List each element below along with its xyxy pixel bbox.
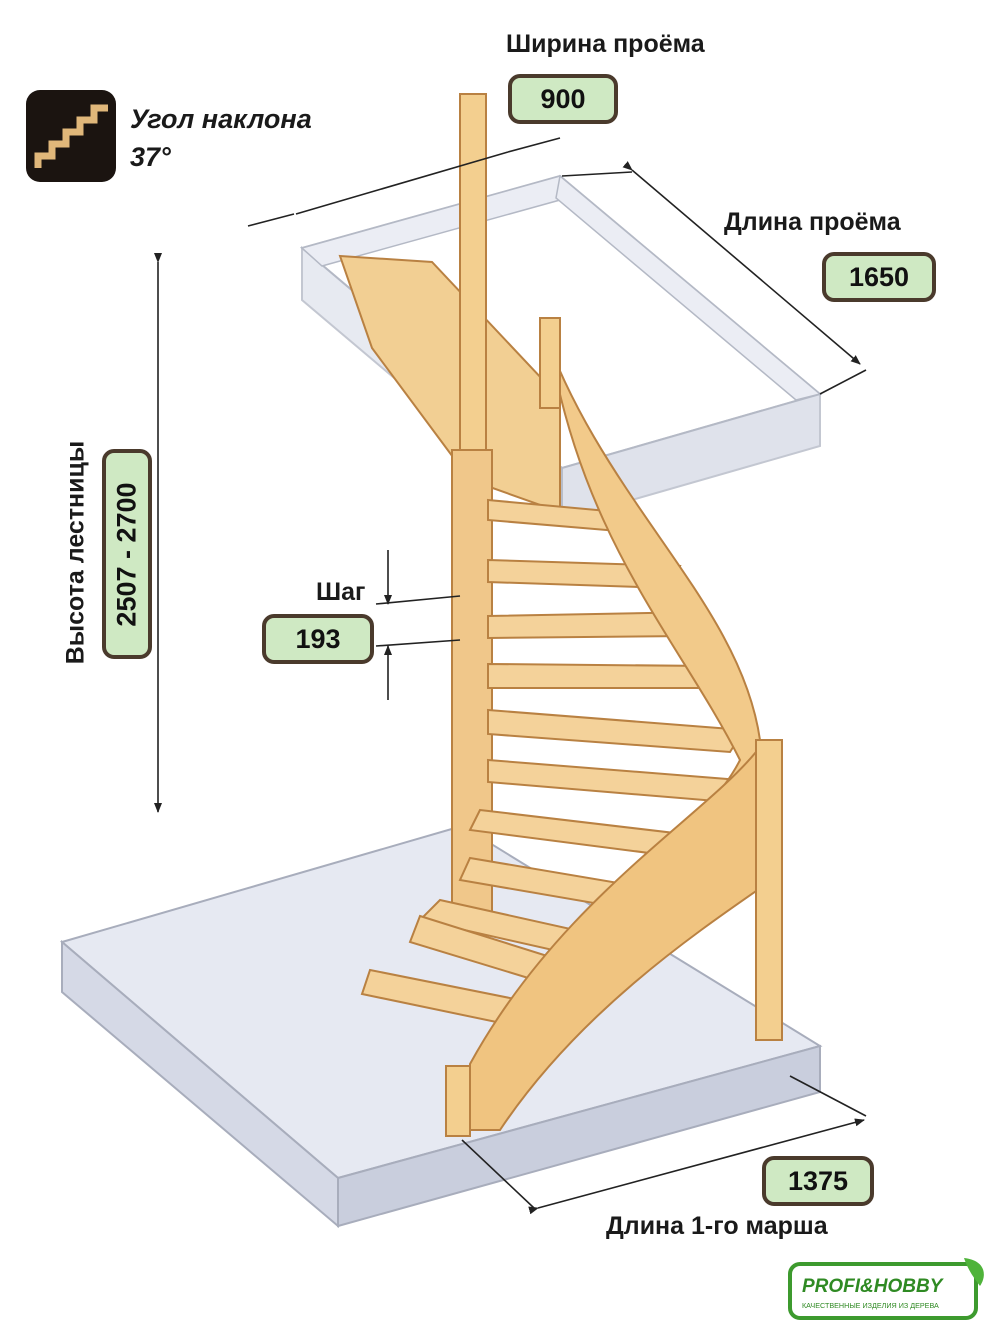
dimension-lines: [154, 137, 867, 1215]
stair-height-label: Высота лестницы: [61, 440, 90, 665]
step-value: 193: [262, 614, 374, 664]
opening-length-label: Длина проёма: [724, 208, 901, 236]
logo-tagline: КАЧЕСТВЕННЫЕ ИЗДЕЛИЯ ИЗ ДЕРЕВА: [802, 1301, 939, 1310]
brand-logo: PROFI&HOBBY КАЧЕСТВЕННЫЕ ИЗДЕЛИЯ ИЗ ДЕРЕ…: [788, 1256, 990, 1322]
step-label: Шаг: [316, 578, 366, 606]
first-flight-length-value: 1375: [762, 1156, 874, 1206]
stair-height-value: 2507 - 2700: [111, 481, 142, 627]
stair-height-value-box: 2507 - 2700: [102, 449, 152, 659]
logo-name: PROFI&HOBBY: [802, 1276, 945, 1297]
opening-width-value: 900: [508, 74, 618, 124]
opening-width-label: Ширина проёма: [506, 30, 705, 58]
first-flight-length-label: Длина 1-го марша: [606, 1212, 828, 1240]
opening-length-value: 1650: [822, 252, 936, 302]
angle-label: Угол наклона 37°: [130, 100, 312, 176]
staircase: [338, 93, 783, 1137]
angle-value: 37°: [130, 142, 171, 172]
angle-title: Угол наклона: [130, 104, 312, 134]
stairs-icon: [26, 90, 116, 182]
